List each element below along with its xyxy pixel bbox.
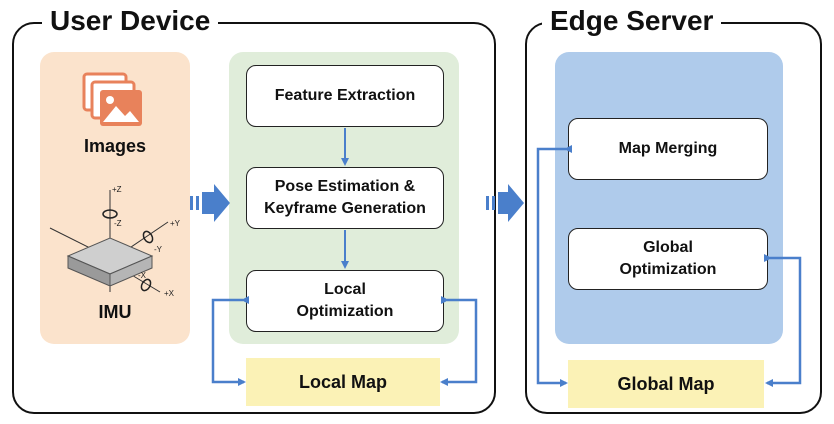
sensor-to-pipeline-arrow bbox=[190, 184, 230, 222]
global-optimization-label-line1: Global bbox=[643, 239, 693, 256]
map-merging-label: Map Merging bbox=[618, 140, 718, 157]
local-optimization-label-line2: Optimization bbox=[296, 303, 394, 320]
images-icon bbox=[82, 72, 146, 134]
imu-axis-x-plus: +X bbox=[164, 289, 175, 298]
server-panel bbox=[555, 52, 783, 344]
global-opt-map-link bbox=[764, 254, 802, 387]
feature-extraction-box: Feature Extraction bbox=[246, 65, 444, 127]
imu-axis-y-plus: +Y bbox=[170, 219, 181, 228]
global-map-label: Global Map bbox=[617, 373, 715, 394]
local-opt-map-left-link bbox=[211, 296, 249, 386]
device-to-server-arrow bbox=[486, 184, 524, 222]
global-optimization-label-line2: Optimization bbox=[619, 261, 717, 278]
local-map-box: Local Map bbox=[246, 358, 440, 406]
imu-axis-y-minus: -Y bbox=[154, 245, 163, 254]
feature-extraction-label: Feature Extraction bbox=[274, 87, 416, 104]
local-optimization-box: Local Optimization bbox=[246, 270, 444, 332]
imu-axis-z-plus: +Z bbox=[112, 185, 122, 194]
global-optimization-box: Global Optimization bbox=[568, 228, 768, 290]
local-opt-map-right-link bbox=[440, 296, 478, 386]
pose-estimation-box: Pose Estimation & Keyframe Generation bbox=[246, 167, 444, 229]
merging-global-map-link bbox=[536, 145, 572, 387]
imu-label: IMU bbox=[98, 302, 132, 322]
pose-estimation-label-line1: Pose Estimation & bbox=[274, 178, 416, 195]
edge-server-title: Edge Server bbox=[542, 4, 722, 38]
map-merging-box: Map Merging bbox=[568, 118, 768, 180]
imu-axis-z-minus: -Z bbox=[114, 219, 122, 228]
pose-estimation-label-line2: Keyframe Generation bbox=[264, 200, 426, 217]
global-map-box: Global Map bbox=[568, 360, 764, 408]
local-optimization-label-line1: Local bbox=[324, 281, 366, 298]
local-map-label: Local Map bbox=[298, 371, 387, 392]
imu-icon: +Z -Z +Y -Y -X +X bbox=[40, 180, 190, 300]
user-device-frame bbox=[12, 22, 496, 414]
images-label: Images bbox=[83, 136, 147, 156]
user-device-title: User Device bbox=[42, 4, 219, 38]
imu-axis-x-minus: -X bbox=[138, 271, 147, 280]
